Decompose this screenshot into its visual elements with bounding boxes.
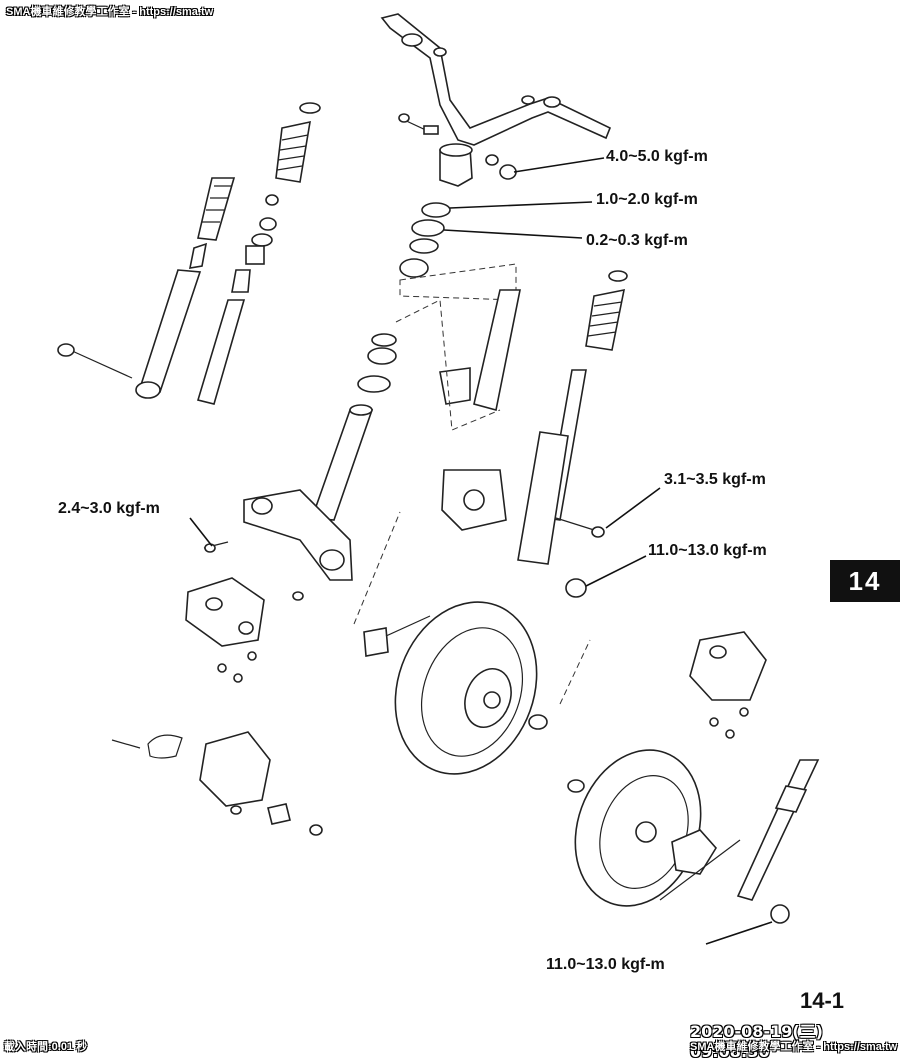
rear-bracket: [689, 631, 767, 739]
second-wheel: [567, 749, 820, 924]
steering-bearing-stack: [399, 154, 517, 301]
torque-label-bracket-bolt: 2.4~3.0 kgf-m: [58, 500, 160, 517]
torque-label-axle-nut-rear: 11.0~13.0 kgf-m: [546, 956, 665, 973]
torque-label-top-locknut: 1.0~2.0 kgf-m: [596, 191, 698, 208]
front-wheel: [353, 511, 591, 775]
bottom-watermark: SMA機車維修教學工作室 - https://sma.tw: [690, 1041, 898, 1053]
torque-label-handlebar-nut: 4.0~5.0 kgf-m: [606, 148, 708, 165]
leader-lines: [189, 157, 773, 945]
load-time-text: 載入時間:0.01 秒: [4, 1041, 88, 1053]
headlight-housing: [111, 731, 323, 836]
left-bracket: [185, 577, 265, 683]
torque-label-axle-nut-front: 11.0~13.0 kgf-m: [648, 542, 767, 559]
torque-label-adjust-nut: 0.2~0.3 kgf-m: [586, 232, 688, 249]
handlebar: [380, 13, 612, 146]
right-fork-assembly: [395, 270, 628, 598]
top-watermark: SMA機車維修教學工作室 - https://sma.tw: [6, 6, 214, 18]
handlebar-clamp: [398, 113, 473, 187]
torque-label-fork-bolt: 3.1~3.5 kgf-m: [664, 471, 766, 488]
section-tab: 14: [830, 560, 900, 602]
left-fork-assembly: [57, 102, 321, 405]
page-number: 14-1: [800, 988, 845, 1013]
steering-stem: [203, 333, 397, 601]
